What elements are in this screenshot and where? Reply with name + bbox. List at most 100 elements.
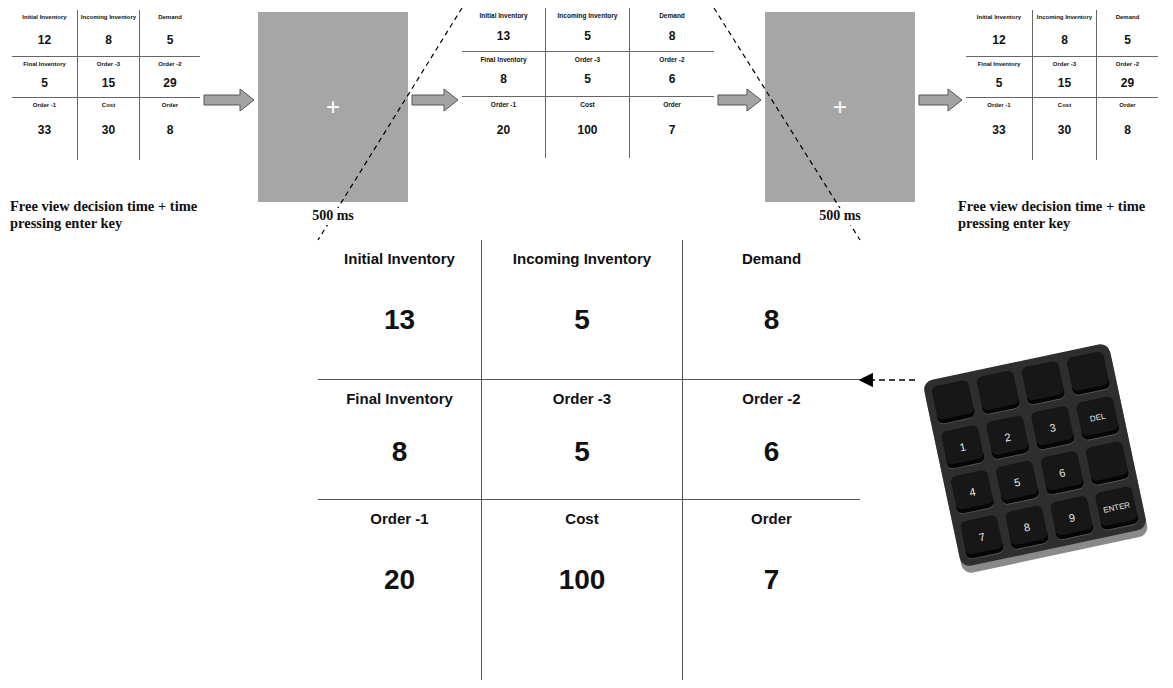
keypad-illustration: 123DEL456789ENTER [922,342,1147,567]
zoom-line [714,8,860,240]
key-label: DEL [1089,413,1106,424]
field-value: 12 [992,34,1005,46]
field-label: Order -1 [33,102,56,109]
field-label: Incoming Inventory [513,250,651,267]
table-cell: Final Inventory8 [318,380,482,500]
field-value: 8 [500,73,507,85]
table-cell: Order7 [683,500,860,680]
field-value: 5 [167,34,174,46]
field-label: Initial Inventory [22,14,66,21]
table-cell: Order7 [630,97,714,158]
stimulus-table: Initial Inventory13Incoming Inventory5De… [462,8,714,158]
field-value: 30 [1058,124,1071,136]
field-label: Demand [659,12,685,19]
field-label: Incoming Inventory [558,12,618,19]
enlarged-table: Initial Inventory 13 Incoming Inventory 5 De… [318,240,860,680]
field-value: 29 [1121,77,1134,89]
sequence-arrow [412,89,458,111]
table-cell: Order -26 [683,380,860,500]
field-value: 8 [167,124,174,136]
phase-caption: Free view decision time + time pressing … [10,198,205,233]
keypad: 123DEL456789ENTER [915,335,1155,575]
field-value: 100 [577,124,597,136]
fixation-cross: + [833,95,847,119]
table-cell: Cost 30 [78,98,140,160]
table-cell: Order -120 [318,500,482,680]
table-cell: Demand8 [683,240,860,380]
table-cell: Initial Inventory 13 [318,240,482,380]
table-cell: Order -133 [966,98,1033,160]
fixation-screen: + [258,12,408,202]
keypad-key [1085,441,1130,486]
field-value: 15 [102,77,115,89]
field-label: Incoming Inventory [81,14,136,21]
field-label: Cost [565,510,598,527]
keypad-key [976,370,1021,415]
field-value: 33 [38,124,51,136]
table-cell: Cost30 [1033,98,1097,160]
key-label: ENTER [1103,501,1131,514]
table-cell: Initial Inventory 13 [462,8,546,52]
field-value: 33 [992,124,1005,136]
key-label: 8 [1023,521,1031,533]
field-label: Order -3 [97,61,120,68]
field-value: 6 [669,73,676,85]
keypad-key: 9 [1049,495,1094,540]
keypad-key: 8 [1004,505,1049,550]
table-cell: Order -2 6 [630,52,714,97]
field-label: Final Inventory [480,56,526,63]
table-cell: Order -229 [1097,57,1158,98]
field-label: Incoming Inventory [1037,14,1092,21]
table-cell: Demand 8 [630,8,714,52]
table-cell: Order -3 5 [482,380,683,500]
key-label: 6 [1058,467,1066,479]
keypad-key: 3 [1030,405,1075,450]
key-label: 5 [1013,476,1021,488]
key-label: 1 [959,441,967,453]
sequence-arrow [919,89,962,111]
caption-text: Free view decision time + time pressing … [958,198,1163,233]
field-value: 15 [1058,77,1071,89]
field-value: 5 [574,438,590,466]
field-value: 8 [1061,34,1068,46]
field-value: 8 [1124,124,1131,136]
timing-label: 500 ms [770,206,910,225]
field-value: 13 [497,30,510,42]
table-cell: Incoming Inventory 5 [482,240,683,380]
duration-text: 500 ms [308,208,358,225]
field-label: Order -3 [1053,61,1076,68]
table-cell: Incoming Inventory5 [546,8,630,52]
field-label: Demand [1116,14,1140,21]
field-value: 5 [1124,34,1131,46]
table-cell: Order8 [140,98,200,160]
field-label: Initial Inventory [344,250,455,267]
table-cell: Order -35 [546,52,630,97]
table-cell: Order -3 15 [78,57,140,98]
field-label: Final Inventory [23,61,66,68]
field-value: 30 [102,124,115,136]
field-value: 20 [384,566,415,594]
field-label: Order -3 [553,390,611,407]
sequence-arrow [204,89,254,111]
sequence-arrow [718,89,761,111]
keypad-key: 2 [985,415,1030,460]
field-label: Order -2 [659,56,684,63]
field-value: 13 [384,306,415,334]
field-value: 5 [574,306,590,334]
timing-label: 500 ms [263,206,403,225]
field-value: 7 [764,566,780,594]
field-label: Cost [102,102,115,109]
input-arrow [860,379,915,381]
field-label: Initial Inventory [479,12,527,19]
field-label: Cost [580,101,594,108]
field-value: 20 [497,124,510,136]
table-cell: Incoming Inventory 8 [1033,10,1097,57]
field-value: 8 [392,438,408,466]
fixation-cross: + [326,95,340,119]
table-cell: Order -120 [462,97,546,158]
keypad-key: ENTER [1094,486,1139,531]
field-value: 8 [105,34,112,46]
field-value: 5 [584,73,591,85]
field-value: 8 [669,30,676,42]
